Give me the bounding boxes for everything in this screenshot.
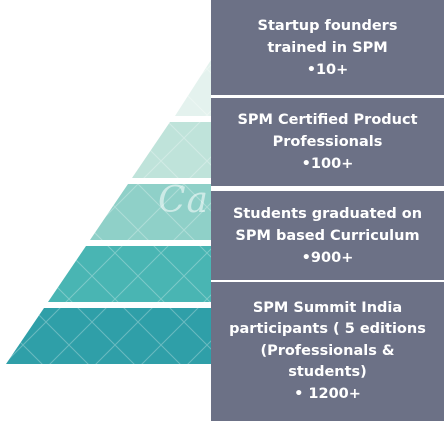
pyramid-tier-2-texture [132, 122, 211, 178]
level-label: Professionals [272, 134, 383, 150]
level-label: trained in SPM [267, 39, 388, 56]
level-label: SPM Summit India [252, 299, 403, 316]
level-label: SPM based Curriculum [235, 227, 420, 244]
level-label: Startup founders [257, 17, 398, 34]
pyramid-tier-1-texture [175, 60, 211, 116]
level-panel-students-graduated: Students graduated on SPM based Curricul… [211, 191, 444, 280]
level-label: participants ( 5 editions [229, 321, 426, 338]
pyramid-tier-4-texture [48, 246, 211, 302]
level-panel-summit-participants: SPM Summit India participants ( 5 editio… [211, 282, 444, 421]
level-count: •100+ [301, 156, 354, 172]
level-label: SPM Certified Product [237, 112, 418, 128]
level-count: • 1200+ [294, 385, 361, 402]
level-count: •900+ [301, 249, 354, 266]
level-panel-certified-professionals: SPM Certified Product Professionals •100… [211, 98, 444, 186]
level-label: students) [288, 364, 367, 381]
level-count: •10+ [306, 61, 349, 78]
level-label: (Professionals & [260, 342, 395, 359]
pyramid-tier-5-texture [6, 308, 211, 364]
level-label: Students graduated on [232, 205, 423, 222]
pyramid-tier-3-texture [90, 184, 211, 240]
level-panel-startup-founders: Startup founders trained in SPM •10+ [211, 0, 444, 95]
